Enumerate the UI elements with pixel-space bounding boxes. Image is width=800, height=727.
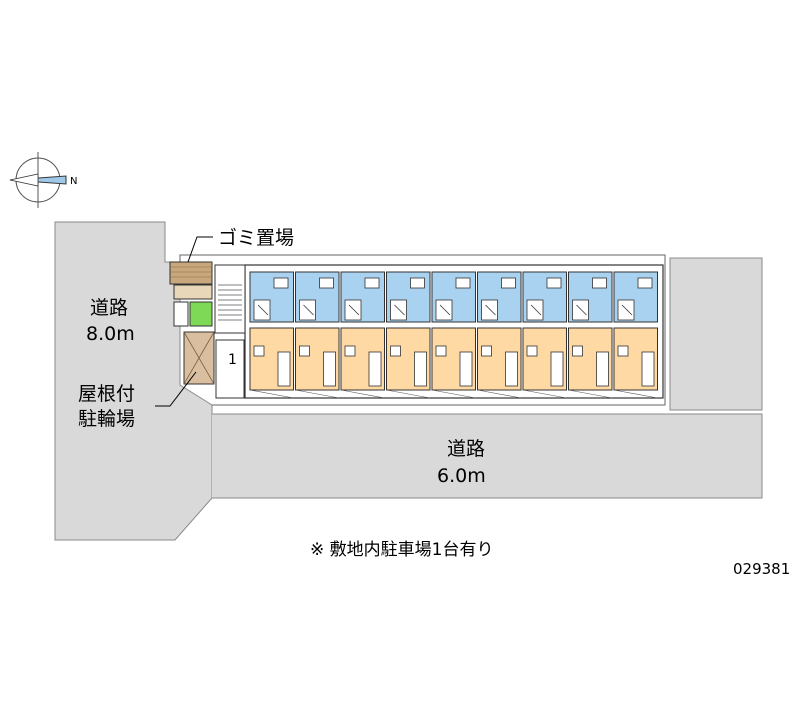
stair-block xyxy=(214,264,246,334)
garbage-leader xyxy=(187,236,213,263)
upper-unit-row xyxy=(249,271,658,323)
lower-unit xyxy=(431,327,476,399)
parking-space xyxy=(215,339,245,399)
road-left xyxy=(54,221,213,541)
bike-label-line1: 屋根付 xyxy=(78,383,135,405)
compass-icon: N xyxy=(9,152,77,208)
lower-unit-row xyxy=(249,327,658,399)
upper-unit xyxy=(386,271,431,323)
bike-leader xyxy=(155,371,197,407)
parking-note: ※ 敷地内駐車場1台有り xyxy=(310,540,493,560)
upper-unit xyxy=(295,271,340,323)
lower-unit xyxy=(295,327,340,399)
upper-unit xyxy=(249,271,294,323)
lower-unit xyxy=(522,327,567,399)
upper-unit xyxy=(477,271,522,323)
garbage-label: ゴミ置場 xyxy=(218,227,294,249)
compass-north-label: N xyxy=(70,176,77,187)
lower-unit xyxy=(386,327,431,399)
lower-unit xyxy=(340,327,385,399)
upper-unit xyxy=(431,271,476,323)
parking-number: 1 xyxy=(228,352,237,368)
upper-unit xyxy=(522,271,567,323)
road-bottom-width: 6.0m xyxy=(437,465,486,487)
road-bottom xyxy=(212,414,762,498)
planting-area xyxy=(189,301,213,327)
road-bottom-name: 道路 xyxy=(447,438,485,460)
bike-label-line2: 駐輪場 xyxy=(78,408,135,430)
lower-unit xyxy=(477,327,522,399)
neighbor-lot xyxy=(669,257,763,411)
lower-unit xyxy=(613,327,658,399)
garbage-area xyxy=(169,261,213,285)
road-left-width: 8.0m xyxy=(86,323,135,345)
lower-unit xyxy=(568,327,613,399)
road-left-name: 道路 xyxy=(90,297,128,319)
property-code: 029381 xyxy=(733,560,790,578)
upper-unit xyxy=(613,271,658,323)
upper-unit xyxy=(340,271,385,323)
site-boundary xyxy=(179,254,666,406)
lower-unit xyxy=(249,327,294,399)
upper-unit xyxy=(568,271,613,323)
